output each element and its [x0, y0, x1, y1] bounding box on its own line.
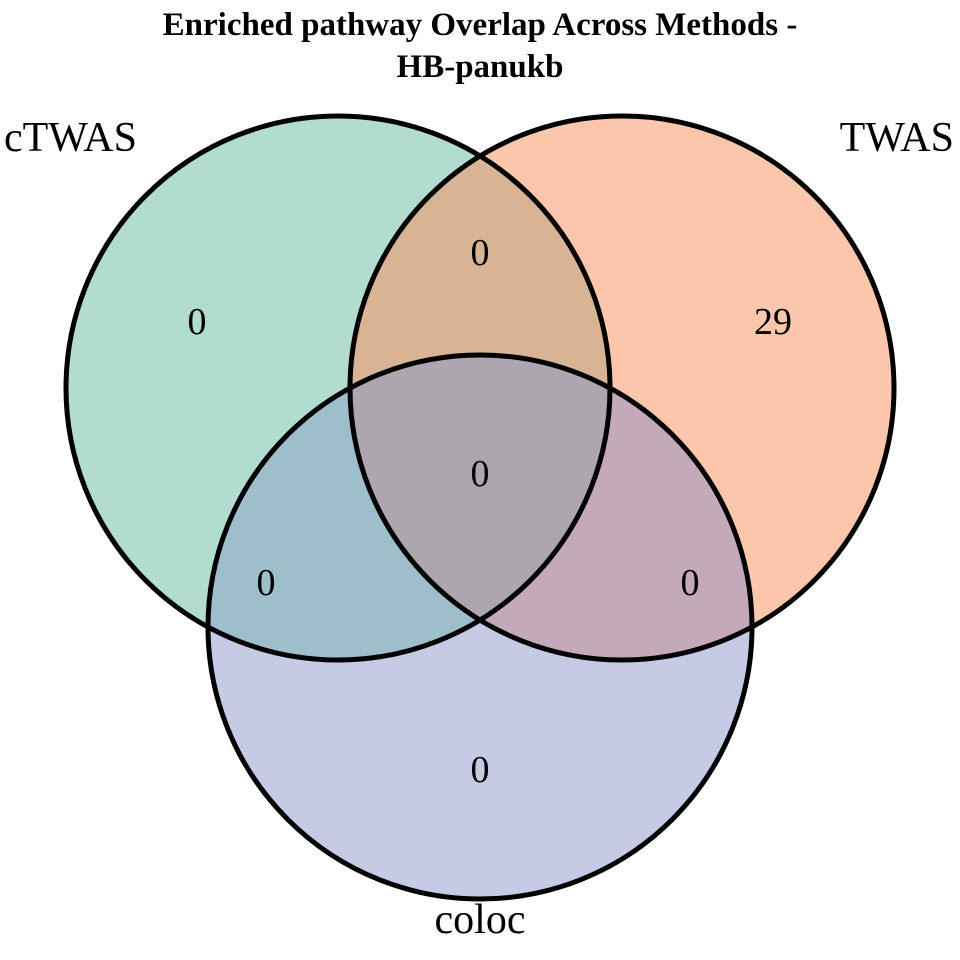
- count-ctwas-coloc: 0: [256, 562, 276, 604]
- venn-outlines: [63, 113, 897, 902]
- set-label-twas: TWAS: [839, 115, 954, 161]
- count-twas-coloc: 0: [680, 562, 700, 604]
- count-all-three: 0: [470, 453, 490, 495]
- chart-title: Enriched pathway Overlap Across Methods …: [0, 0, 960, 88]
- count-ctwas-only: 0: [187, 301, 207, 343]
- circle-outline-coloc: [205, 352, 755, 902]
- venn-region-fills: [66, 116, 894, 899]
- count-coloc-only: 0: [470, 749, 490, 791]
- set-label-ctwas: cTWAS: [4, 115, 137, 161]
- count-twas-only: 29: [754, 301, 792, 343]
- chart-title-line-2: HB-panukb: [396, 49, 564, 85]
- chart-title-line-1: Enriched pathway Overlap Across Methods …: [162, 7, 798, 43]
- set-label-coloc: coloc: [434, 897, 526, 943]
- count-ctwas-twas: 0: [470, 232, 490, 274]
